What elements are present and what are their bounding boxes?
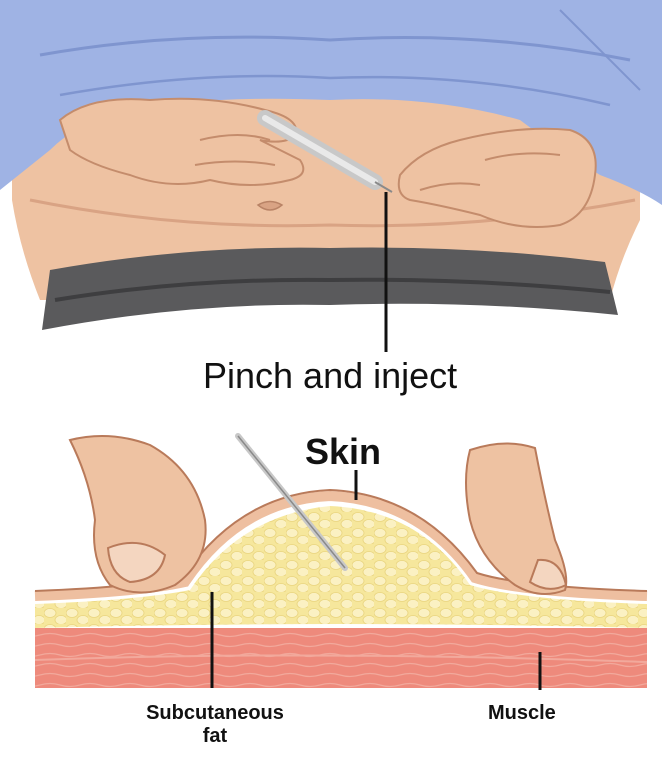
pinch-inject-caption: Pinch and inject — [203, 358, 457, 394]
subcutaneous-fat-label-line1: Subcutaneous — [110, 702, 320, 725]
abdomen-panel — [0, 0, 662, 352]
subcutaneous-fat-label-line2: fat — [110, 725, 320, 748]
subcutaneous-fat-label: Subcutaneous fat — [110, 702, 320, 748]
cross-section-panel — [35, 436, 647, 690]
skin-label: Skin — [305, 434, 381, 470]
muscle-label: Muscle — [488, 702, 556, 725]
